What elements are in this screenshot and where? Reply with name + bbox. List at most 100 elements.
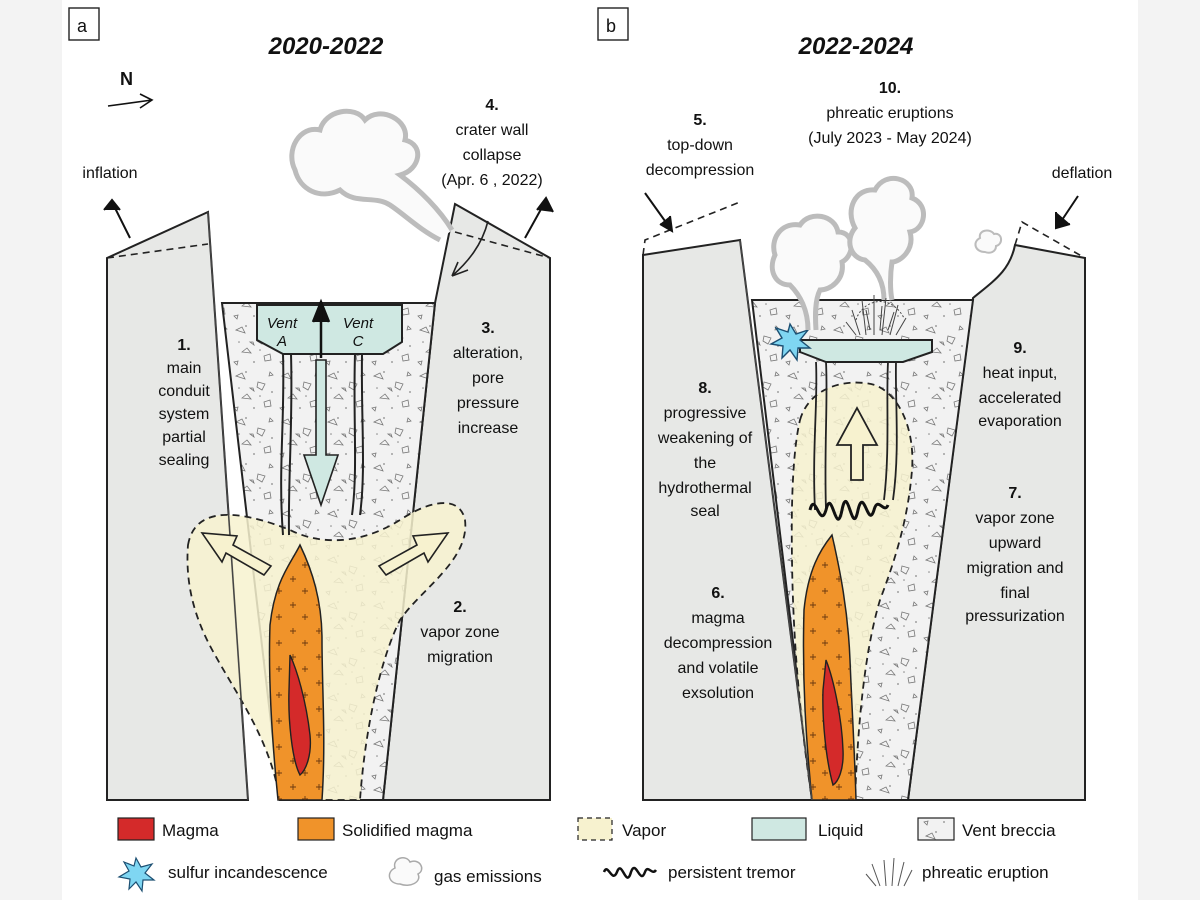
label-8-line: hydrothermal [658, 480, 751, 497]
label-4: 4. crater wall collapse (Apr. 6 , 2022) [441, 97, 542, 189]
legend-magma-swatch [117, 817, 155, 841]
gas-plume-b-left [769, 213, 854, 331]
legend-sulfur-label: sulfur incandescence [168, 863, 328, 882]
legend-liquid-swatch [751, 817, 807, 841]
fracture-vent-c [351, 353, 365, 516]
label-3-line: increase [458, 420, 519, 437]
panel-a-box [68, 7, 100, 41]
gas-puff-b [974, 229, 1002, 254]
label-6-line: decompression [664, 635, 773, 652]
panel-b-letter: b [606, 16, 616, 36]
label-7-line: pressurization [965, 608, 1065, 625]
legend-phreatic-icon [865, 857, 913, 887]
north-arrow-icon [107, 93, 154, 109]
deflation-arrow-left [644, 192, 674, 233]
legend-vapor-label: Vapor [622, 821, 666, 840]
label-9: 9. heat input, accelerated evaporation [978, 340, 1062, 430]
label-5-number: 5. [693, 112, 706, 129]
deflation-label: deflation [1052, 165, 1113, 182]
vapor-zone-a [186, 502, 467, 801]
label-6-line: and volatile [678, 660, 759, 677]
fracture-b-left [813, 361, 828, 511]
gas-cloud-a [289, 108, 455, 243]
label-3-line: pressure [457, 395, 519, 412]
label-3-line: alteration, [453, 345, 523, 362]
host-rock-right-b [906, 243, 1086, 801]
label-8-line: progressive [664, 405, 747, 422]
legend-breccia-label: Vent breccia [962, 821, 1056, 840]
down-arrow-a [302, 359, 340, 508]
panel-a: N [103, 69, 554, 801]
inflation-dashed-right [454, 231, 551, 259]
label-6: 6. magma decompression and volatile exso… [664, 585, 773, 702]
vent-a-label-1: Vent [267, 315, 298, 332]
label-1-line: partial [162, 429, 206, 446]
label-8: 8. progressive weakening of the hydrothe… [657, 380, 753, 520]
label-9-number: 9. [1013, 340, 1026, 357]
label-8-number: 8. [698, 380, 711, 397]
label-7-line: final [1000, 585, 1029, 602]
legend-magma-label: Magma [162, 821, 219, 840]
label-10-line: phreatic eruptions [826, 105, 953, 122]
legend-phreatic-label: phreatic eruption [922, 863, 1049, 882]
label-2-line: migration [427, 649, 493, 666]
label-5: 5. top-down decompression [646, 112, 755, 179]
label-8-line: the [694, 455, 716, 472]
label-4-line: (Apr. 6 , 2022) [441, 172, 542, 189]
vent-c-label-1: Vent [343, 315, 374, 332]
inflation-label: inflation [82, 165, 137, 182]
host-rock-right-a [381, 202, 551, 801]
panel-b-box [597, 7, 629, 41]
fracture-vent-a [280, 353, 293, 536]
label-8-line: weakening of [657, 430, 753, 447]
label-9-line: evaporation [978, 413, 1062, 430]
sulfur-incandescence-icon-b [768, 322, 812, 362]
solidified-magma-texture-b [803, 535, 856, 800]
label-4-line: crater wall [456, 122, 529, 139]
label-8-line: seal [690, 503, 719, 520]
label-1: 1. main conduit system partial sealing [158, 337, 210, 469]
conduit-edge-left-b [739, 239, 813, 801]
label-7-line: migration and [967, 560, 1064, 577]
label-3-line: pore [472, 370, 504, 387]
vapor-up-arrow-b [835, 406, 879, 481]
legend-solidified-label: Solidified magma [342, 821, 473, 840]
label-1-number: 1. [177, 337, 190, 354]
conduit-edge-left-a [207, 211, 249, 801]
inflation-dashed-left [106, 243, 209, 259]
gas-plume-b-right [847, 176, 926, 301]
label-7-number: 7. [1008, 485, 1021, 502]
deflation-dashed-left [642, 201, 741, 256]
panel-a-letter: a [77, 16, 88, 36]
crater-lake-b [799, 339, 933, 363]
legend-solidified-swatch [297, 817, 335, 841]
legend-sulfur-icon [117, 856, 156, 893]
label-6-line: magma [691, 610, 744, 627]
panel-b [642, 176, 1086, 801]
label-9-line: heat input, [983, 365, 1058, 382]
label-10: 10. phreatic eruptions (July 2023 - May … [808, 80, 972, 147]
label-10-number: 10. [879, 80, 901, 97]
legend-gas-icon [388, 857, 423, 886]
label-7-line: vapor zone [975, 510, 1054, 527]
up-arrow-a [311, 298, 331, 358]
label-1-line: sealing [159, 452, 210, 469]
deflation-arrow-right [1055, 195, 1079, 230]
north-label: N [120, 69, 133, 89]
legend-gas-label: gas emissions [434, 867, 542, 886]
legend-vapor-swatch [577, 817, 613, 841]
label-2-line: vapor zone [420, 624, 499, 641]
label-6-number: 6. [711, 585, 724, 602]
label-1-line: conduit [158, 383, 210, 400]
phreatic-eruption-icon-b [845, 295, 907, 336]
label-9-line: accelerated [979, 390, 1062, 407]
label-2: 2. vapor zone migration [420, 599, 499, 666]
inflation-arrow-left [103, 198, 131, 239]
legend-tremor-icon [602, 866, 658, 879]
deflation-dashed-right [1014, 220, 1086, 259]
label-1-line: main [167, 360, 202, 377]
magma-a [288, 654, 312, 777]
label-5-line: top-down [667, 137, 733, 154]
label-6-line: exsolution [682, 685, 754, 702]
